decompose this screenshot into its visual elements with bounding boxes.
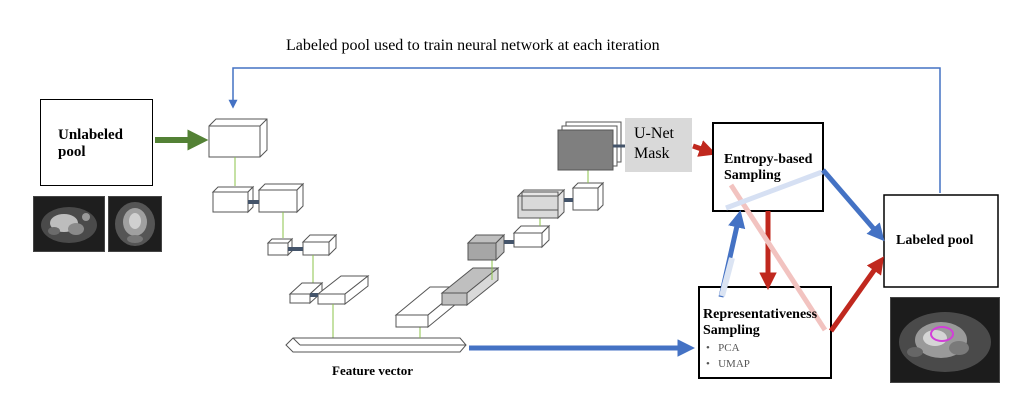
top-caption: Labeled pool used to train neural networ… <box>286 37 660 54</box>
decoder-block-4 <box>394 266 500 329</box>
method-item-pca: • PCA <box>706 342 740 354</box>
mri-labeled-thumbnail <box>890 297 1000 383</box>
decoder-block-2 <box>516 181 605 220</box>
entropy-sampling-box <box>712 122 824 212</box>
representativeness-to-labeled-arrow <box>828 256 885 333</box>
unet-mask-label: U-Net Mask <box>634 125 674 162</box>
method-item-umap: • UMAP <box>706 358 750 370</box>
mri-thumbnail-2 <box>108 196 162 252</box>
encoder-block-3 <box>266 233 338 257</box>
decoder-block-3 <box>466 224 551 262</box>
representativeness-sampling-label: Representativeness Sampling <box>703 307 818 339</box>
encoder-block-1 <box>208 118 268 158</box>
mask-to-entropy-arrow <box>692 140 717 157</box>
unlabeled-pool-label: Unlabeled pool <box>58 127 124 161</box>
decoder-block-1 <box>557 121 625 171</box>
feedback-loop-line <box>228 67 941 193</box>
feature-vector-label: Feature vector <box>332 363 413 378</box>
entropy-to-labeled-arrow <box>821 168 885 242</box>
encoder-block-2 <box>211 182 305 214</box>
labeled-pool-box <box>883 194 999 288</box>
encoder-block-4 <box>288 274 370 306</box>
labeled-pool-label: Labeled pool <box>896 233 974 248</box>
unlabeled-pool-box <box>40 99 153 186</box>
entropy-sampling-label: Entropy-based Sampling <box>724 152 813 184</box>
unet-mask-box <box>625 118 692 172</box>
entropy-cross-red <box>728 183 828 332</box>
mri-thumbnail-1 <box>33 196 105 252</box>
representativeness-cross-blue <box>725 169 823 211</box>
segmentation-mask-outline <box>930 326 954 342</box>
